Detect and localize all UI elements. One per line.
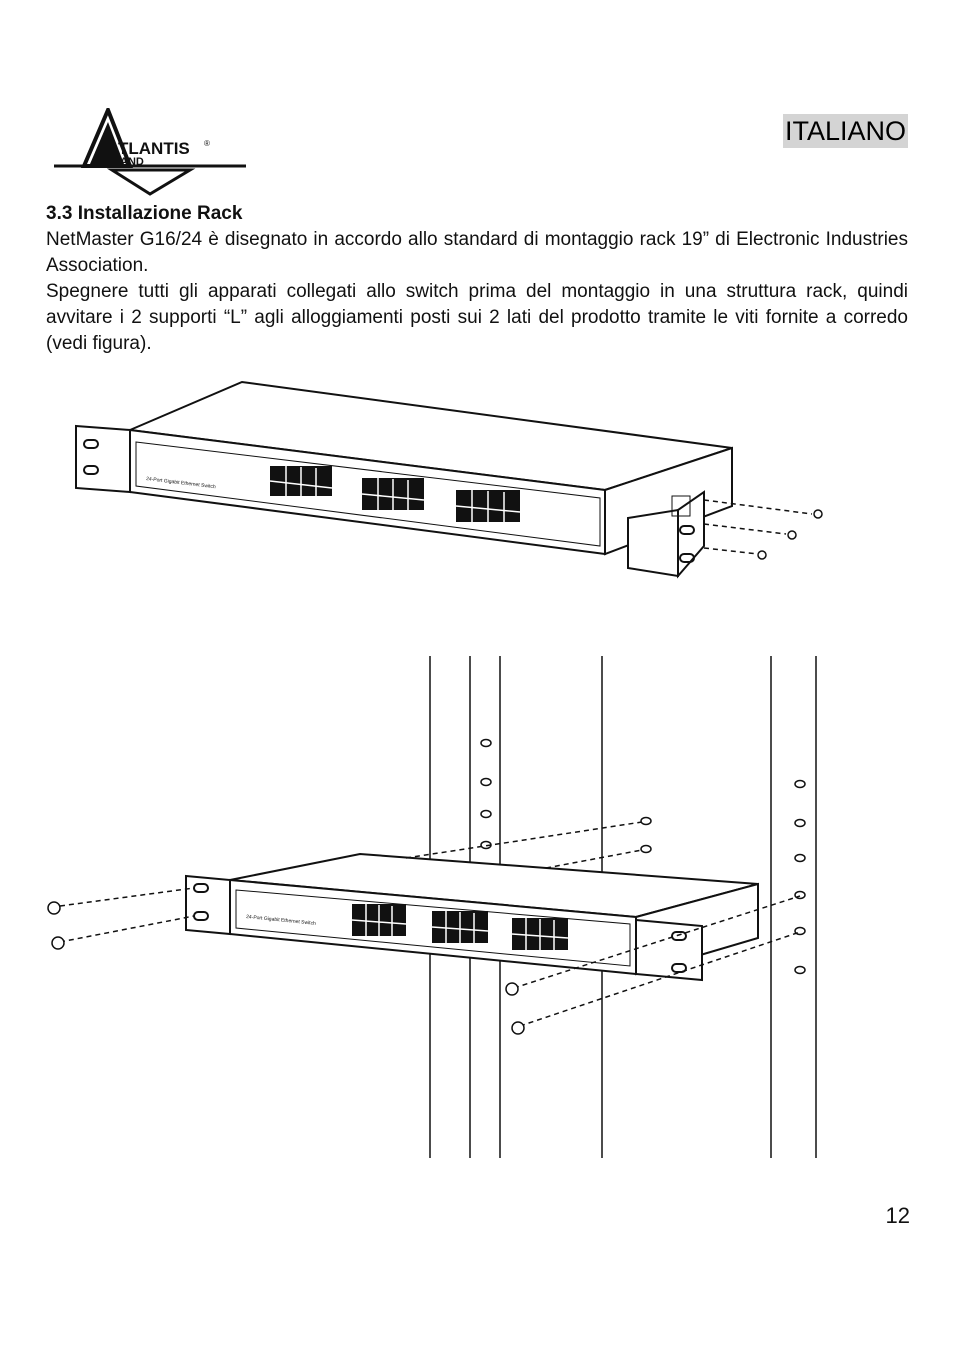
paragraph-instructions: Spegnere tutti gli apparati collegati al… bbox=[46, 281, 908, 354]
svg-text:TLANTIS: TLANTIS bbox=[118, 139, 190, 158]
svg-text:®: ® bbox=[204, 139, 210, 148]
section-content: 3.3 Installazione Rack NetMaster G16/24 … bbox=[46, 201, 908, 357]
page-number: 12 bbox=[885, 1203, 910, 1228]
bracket-attach-illustration: 24-Port Gigabit Ethernet Switch bbox=[75, 380, 823, 579]
section-heading: 3.3 Installazione Rack bbox=[46, 203, 243, 224]
rack-mount-illustration: 24-Port Gigabit Ethernet Switch bbox=[47, 656, 817, 1158]
atlantis-and-logo: TLANTIS AND ® bbox=[54, 108, 246, 196]
svg-text:AND: AND bbox=[120, 156, 144, 168]
language-label: ITALIANO bbox=[782, 114, 908, 148]
paragraph-standard: NetMaster G16/24 è disegnato in accordo … bbox=[46, 229, 908, 276]
